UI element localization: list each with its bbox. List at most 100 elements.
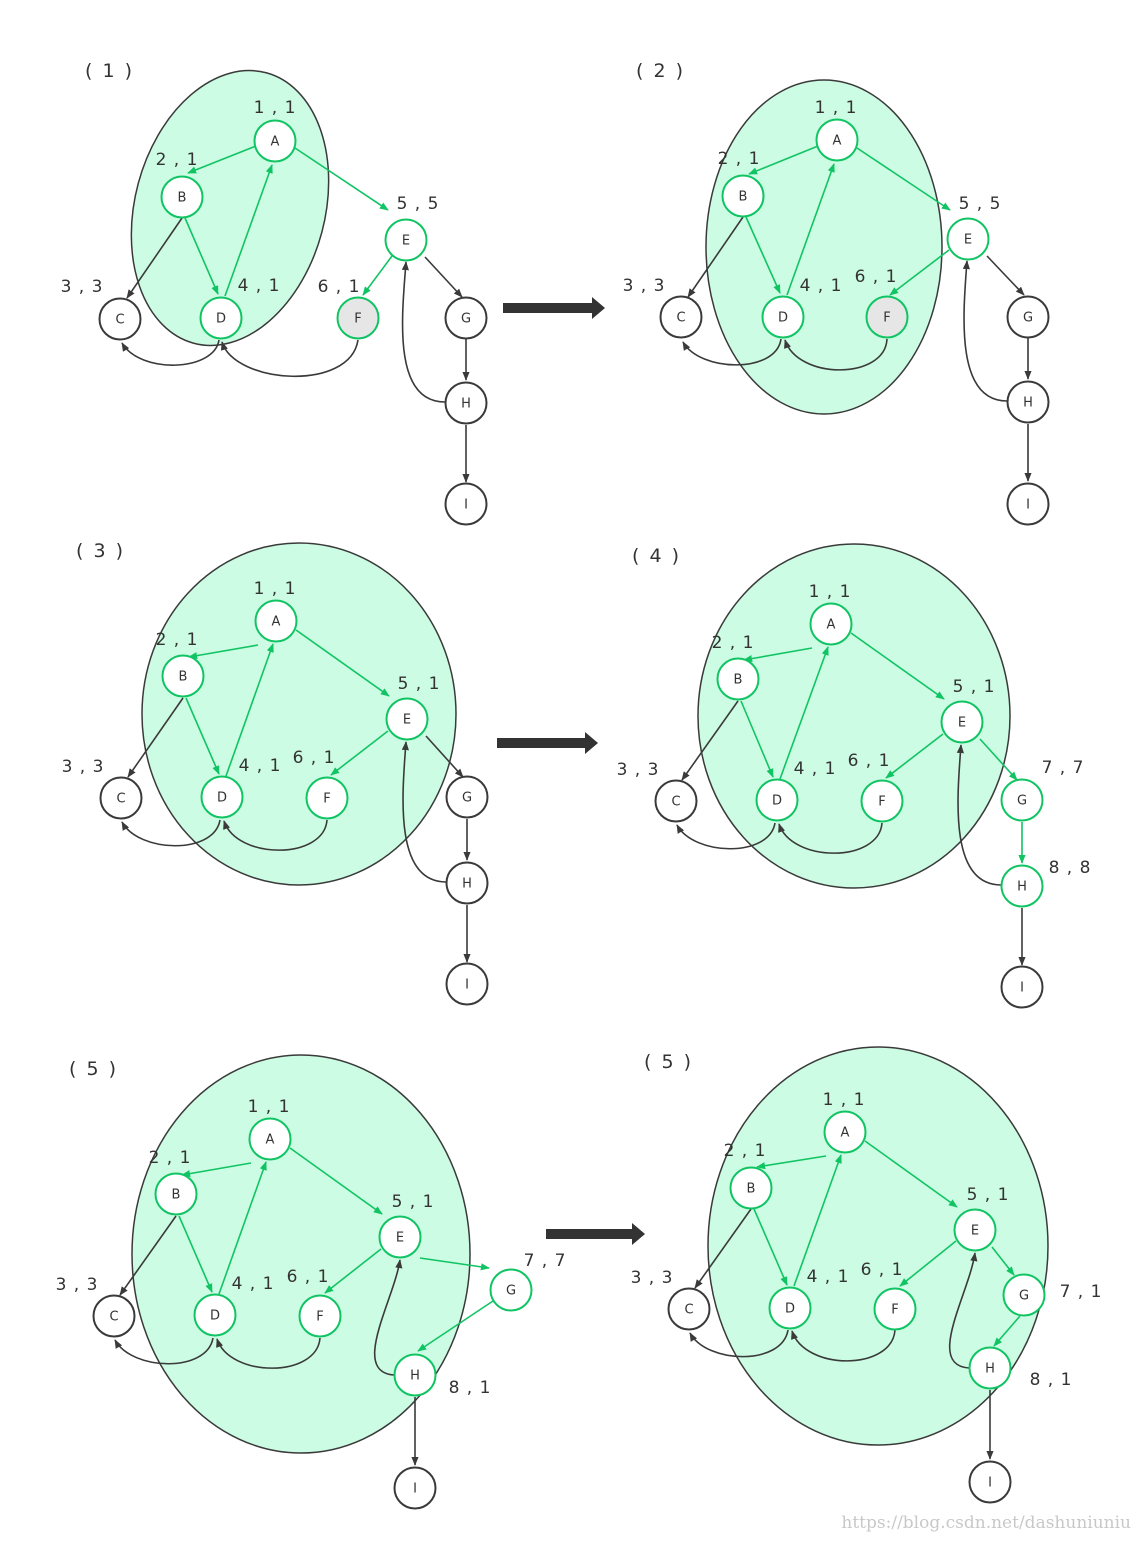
node-h: H 8 , 1 [393,1353,492,1398]
svg-text:F: F [878,795,885,810]
node-b: B 2 , 1 [156,630,205,698]
node-g: G [1006,295,1050,339]
svg-text:H: H [1023,396,1033,411]
node-d: D4 , 1 [200,756,280,819]
panel-2: ( 2 ) A1 , 1 B2 , 1 C3 , 3 D4 , 1 E5 , 5… [623,60,1050,526]
svg-text:D: D [216,312,226,327]
node-number: 1 , 1 [254,98,297,118]
node-f: F6 , 1 [293,748,349,820]
svg-text:C: C [116,792,125,807]
svg-text:I: I [465,978,469,993]
node-number: 1 , 1 [248,1097,291,1117]
node-i: I [1000,965,1044,1009]
svg-text:H: H [462,877,472,892]
node-d: D 4 , 1 [755,759,837,822]
svg-text:E: E [958,716,966,731]
edge-f-d [778,822,883,854]
node-i: I [1006,482,1050,526]
svg-text:D: D [772,794,782,809]
panel-1: ( 1 ) A1 , 1 B2 , 1 C3 , 3 D4 , 1 E5 , 5… [61,60,488,526]
edge-a-b [748,145,819,175]
panel-4: ( 4 ) A1 , 1 B2 , 1 C3 , 3 D4 , 1 E5 , 1… [617,543,1092,1009]
svg-text:D: D [785,1302,795,1317]
edge-b-d [753,1208,788,1286]
edge-a-e [850,632,945,700]
edge-f-d [216,1337,321,1369]
node-number: 3 , 3 [56,1275,99,1295]
edges [676,632,1026,966]
edge-h-e [956,744,1002,886]
svg-text:B: B [179,670,188,685]
svg-text:A: A [833,134,842,149]
node-c: C3 , 3 [62,757,143,820]
node-e: E5 , 1 [953,1185,1010,1252]
transition-arrow [546,1223,645,1245]
nodes: A1 , 1 B2 , 1 C3 , 3 D4 , 1 E5 , 1 F6 , … [631,1090,1103,1504]
panel-label: ( 4 ) [632,545,681,567]
nodes: A1 , 1 B2 , 1 C3 , 3 D4 , 1 E5 , 1 F6 , … [62,579,489,1006]
node-e: E5 , 1 [378,1192,433,1259]
scc-region [707,1046,1049,1446]
svg-text:D: D [210,1309,220,1324]
edge-d-c [676,822,776,850]
node-b: B2 , 1 [149,1148,198,1216]
node-i: I [393,1466,437,1510]
node-a: A1 , 1 [809,582,853,646]
edge-e-f [899,1240,957,1287]
svg-text:I: I [413,1482,417,1497]
node-number: 1 , 1 [809,582,852,602]
edge-a-b [187,145,257,174]
node-d: D4 , 1 [199,276,279,340]
node-h: H8 , 8 [1000,858,1092,908]
node-number: 4 , 1 [794,759,837,779]
svg-text:C: C [676,311,685,326]
edge-h-e [962,260,1008,402]
svg-text:G: G [1019,1289,1029,1304]
node-f: F6 , 1 [855,267,909,339]
edge-d-c [689,1329,789,1358]
node-number: 1 , 1 [823,1090,866,1110]
edges [121,629,471,963]
panel-label: ( 1 ) [85,60,134,82]
node-number: 6 , 1 [848,751,891,771]
node-h: H [444,381,488,425]
svg-text:H: H [410,1369,420,1384]
node-f: F 6 , 1 [848,751,904,823]
nodes: A1 , 1 B2 , 1 C3 , 3 D4 , 1 E5 , 1 F6 , … [617,582,1092,1009]
node-number: 8 , 1 [1030,1370,1073,1390]
node-number: 8 , 8 [1049,858,1092,878]
svg-text:G: G [1017,794,1027,809]
svg-text:G: G [462,791,472,806]
svg-text:B: B [739,190,748,205]
transition-arrow [497,732,598,754]
node-number: 5 , 5 [959,194,1002,214]
edge-b-d [178,1215,213,1293]
edge-e-f [324,1248,382,1294]
node-g: G 7 , 1 [1002,1273,1103,1317]
edge-b-d [740,700,774,778]
edge-b-c [126,217,183,299]
node-number: 7 , 1 [1060,1282,1103,1302]
svg-text:I: I [1026,498,1030,513]
edge-a-e [294,147,389,211]
node-number: 2 , 1 [712,633,755,653]
svg-text:A: A [841,1126,850,1141]
node-number: 3 , 3 [61,277,104,297]
node-number: 1 , 1 [815,98,858,118]
node-f: F6 , 1 [287,1267,342,1338]
svg-text:D: D [217,791,227,806]
panel-5b: ( 5 ) A1 , 1 B2 , 1 C3 , 3 D4 , 1 E5 , 1… [631,1046,1103,1504]
svg-text:E: E [402,234,410,249]
svg-text:C: C [109,1310,118,1325]
panel-label: ( 3 ) [76,540,125,562]
node-number: 8 , 1 [449,1378,492,1398]
edge-h-e [401,741,447,883]
node-d: D4 , 1 [193,1274,273,1337]
node-number: 5 , 1 [967,1185,1010,1205]
svg-text:E: E [964,233,972,248]
svg-text:I: I [988,1476,992,1491]
node-number: 2 , 1 [156,630,199,650]
edge-d-a [793,1154,842,1287]
edge-f-d [791,1329,896,1362]
edge-b-d [745,216,781,294]
